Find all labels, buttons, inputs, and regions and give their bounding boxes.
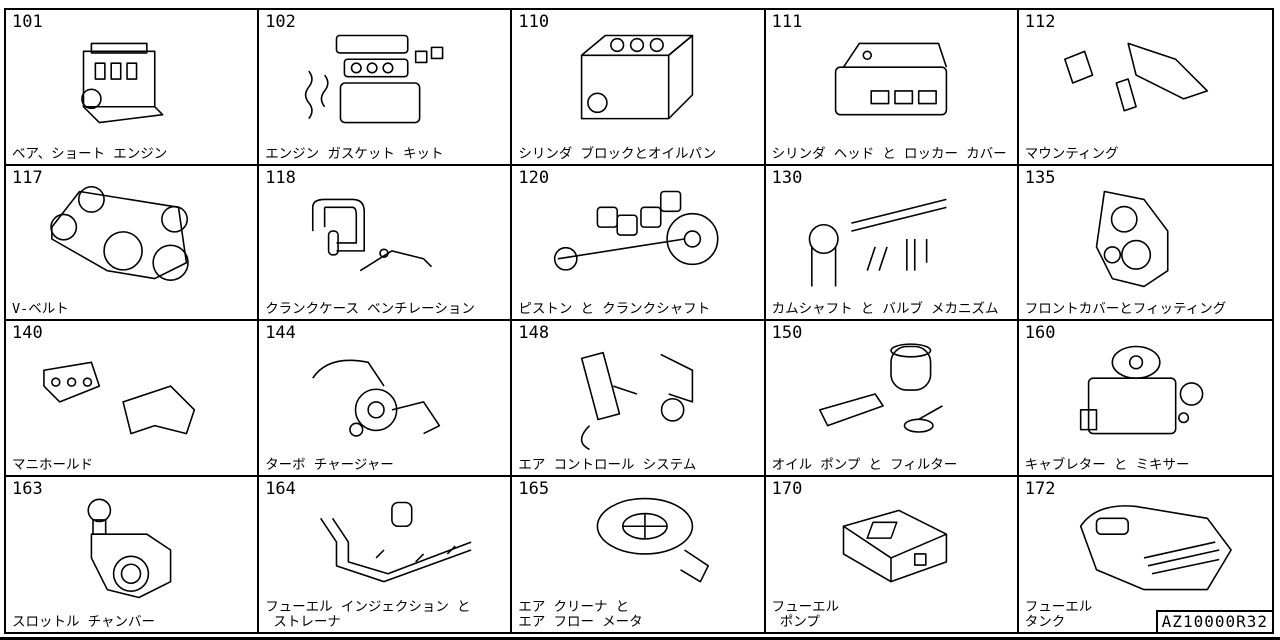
parts-catalog-grid: 101 ベア、ショート エンジン 102 エンジン ガスケット キット 110 シリンダ … (4, 8, 1274, 634)
throttle-chamber-icon (36, 485, 226, 615)
v-belt-icon (36, 174, 226, 304)
section-cell-135[interactable]: 135 フロントカバーとフィッティング (1018, 166, 1272, 321)
section-name: マニホールド (12, 456, 93, 473)
section-name: ピストン と クランクシャフト (518, 301, 711, 317)
section-code: 135 (1024, 167, 1056, 188)
manifold-icon (36, 329, 226, 459)
section-name: シリンダ ブロックとオイルパン (518, 145, 717, 162)
section-name: エア コントロール システム (518, 456, 697, 473)
cylinder-head-icon (796, 18, 986, 148)
fuel-injection-icon (289, 485, 479, 615)
section-code: 148 (518, 323, 550, 343)
section-code: 150 (771, 323, 803, 343)
section-cell-170[interactable]: 170 フューエル ポンプ (766, 476, 1019, 632)
turbocharger-icon (289, 329, 479, 459)
section-code: 118 (265, 167, 296, 188)
section-code: 140 (12, 323, 43, 343)
section-cell-102[interactable]: 102 エンジン ガスケット キット (259, 10, 513, 166)
oil-pump-filter-icon (796, 329, 986, 459)
fuel-tank-icon (1049, 485, 1239, 615)
section-code: 112 (1024, 12, 1056, 32)
crankcase-hose-icon (289, 174, 479, 304)
section-code: 120 (518, 167, 550, 188)
section-cell-150[interactable]: 150 オイル ポンプ と フィルター (765, 321, 1019, 477)
section-name: クランクケース ベンチレーション (265, 301, 475, 317)
section-name: ベア、ショート エンジン (12, 145, 168, 162)
section-code: 172 (1024, 478, 1056, 499)
front-cover-icon (1049, 174, 1239, 304)
section-cell-164[interactable]: 164 フューエル インジェクション と ストレーナ (259, 476, 513, 632)
section-name: フロントカバーとフィッティング (1024, 301, 1227, 317)
section-cell-118[interactable]: 118 クランクケース ベンチレーション (259, 165, 513, 321)
section-code: 164 (265, 478, 296, 499)
section-cell-165[interactable]: 165 エア クリーナ と エア フロー メータ (512, 476, 766, 632)
reference-code: AZ10000R32 (1155, 610, 1274, 634)
camshaft-valve-icon (796, 174, 986, 304)
section-code: 101 (12, 12, 43, 32)
section-cell-160[interactable]: 160 キャブレター と ミキサー (1018, 321, 1272, 477)
section-code: 102 (265, 12, 296, 32)
section-cell-144[interactable]: 144 ターボ チャージャー (259, 321, 513, 477)
section-code: 160 (1024, 323, 1056, 343)
fuel-pump-icon (796, 485, 986, 615)
section-cell-163[interactable]: 163 スロットル チャンバー (6, 476, 260, 632)
section-name: フューエル ポンプ (771, 599, 840, 630)
section-cell-111[interactable]: 111 シリンダ ヘッド と ロッカー カバー (765, 10, 1019, 166)
mounting-icon (1049, 18, 1239, 148)
gasket-kit-icon (289, 18, 479, 148)
section-code: 165 (518, 478, 550, 499)
carburetor-icon (1049, 329, 1239, 459)
section-cell-112[interactable]: 112 マウンティング (1018, 10, 1272, 166)
section-code: 110 (518, 12, 550, 32)
piston-crankshaft-icon (542, 174, 732, 304)
section-cell-110[interactable]: 110 シリンダ ブロックとオイルパン (512, 10, 766, 166)
section-name: V-ベルト (12, 301, 69, 317)
section-cell-140[interactable]: 140 マニホールド (6, 321, 260, 477)
section-name: エア クリーナ と エア フロー メータ (518, 599, 643, 630)
section-name: キャブレター と ミキサー (1024, 456, 1190, 473)
section-cell-148[interactable]: 148 エア コントロール システム (512, 321, 766, 477)
section-code: 111 (771, 12, 803, 32)
section-cell-101[interactable]: 101 ベア、ショート エンジン (6, 10, 260, 166)
section-code: 144 (265, 323, 296, 343)
section-cell-172[interactable]: 172 フューエル タンク (1019, 477, 1272, 633)
section-code: 170 (771, 478, 803, 499)
section-name: フューエル タンク (1024, 599, 1093, 630)
section-name: オイル ポンプ と フィルター (771, 456, 958, 473)
section-name: エンジン ガスケット キット (265, 145, 444, 162)
section-code: 130 (771, 167, 803, 188)
section-name: スロットル チャンバー (12, 614, 155, 630)
section-code: 117 (12, 167, 43, 188)
section-name: カムシャフト と バルブ メカニズム (771, 301, 999, 317)
section-name: シリンダ ヘッド と ロッカー カバー (771, 145, 1007, 162)
air-cleaner-icon (542, 485, 732, 615)
section-code: 163 (12, 478, 43, 499)
section-name: フューエル インジェクション と ストレーナ (265, 599, 471, 630)
bottom-rule (0, 637, 1280, 640)
cylinder-block-icon (542, 18, 732, 148)
section-cell-120[interactable]: 120 ピストン と クランクシャフト (512, 165, 766, 321)
section-cell-130[interactable]: 130 カムシャフト と バルブ メカニズム (765, 165, 1019, 321)
section-name: ターボ チャージャー (265, 456, 394, 473)
short-engine-icon (36, 18, 226, 148)
section-name: マウンティング (1024, 145, 1119, 162)
air-control-icon (542, 329, 732, 459)
